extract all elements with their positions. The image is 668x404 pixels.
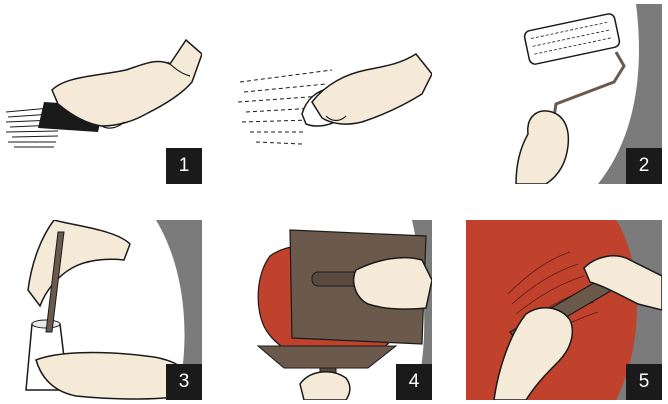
step-panel-trowel: 4 [236,220,432,400]
hand-icon [516,111,568,184]
step-panel-wiping [236,4,432,184]
step-panel-scraping: 5 [466,220,662,400]
step-number-badge: 2 [626,148,662,184]
hawk-board-icon [258,346,396,368]
step-panel-sanding: 1 [6,4,202,184]
hand-icon [312,54,432,124]
hand-icon [354,258,432,310]
wiping-illustration [236,4,432,184]
step-number-badge: 3 [166,364,202,400]
step-panel-stirring: 3 [6,220,202,400]
step-panel-rolling: 2 [466,4,662,184]
step-number-badge: 1 [166,148,202,184]
step-number-badge: 5 [626,364,662,400]
hand-icon [52,40,202,126]
hand-icon [28,220,130,306]
paint-roller-icon [523,13,620,65]
step-number-badge: 4 [396,364,432,400]
hand-icon [300,372,350,400]
